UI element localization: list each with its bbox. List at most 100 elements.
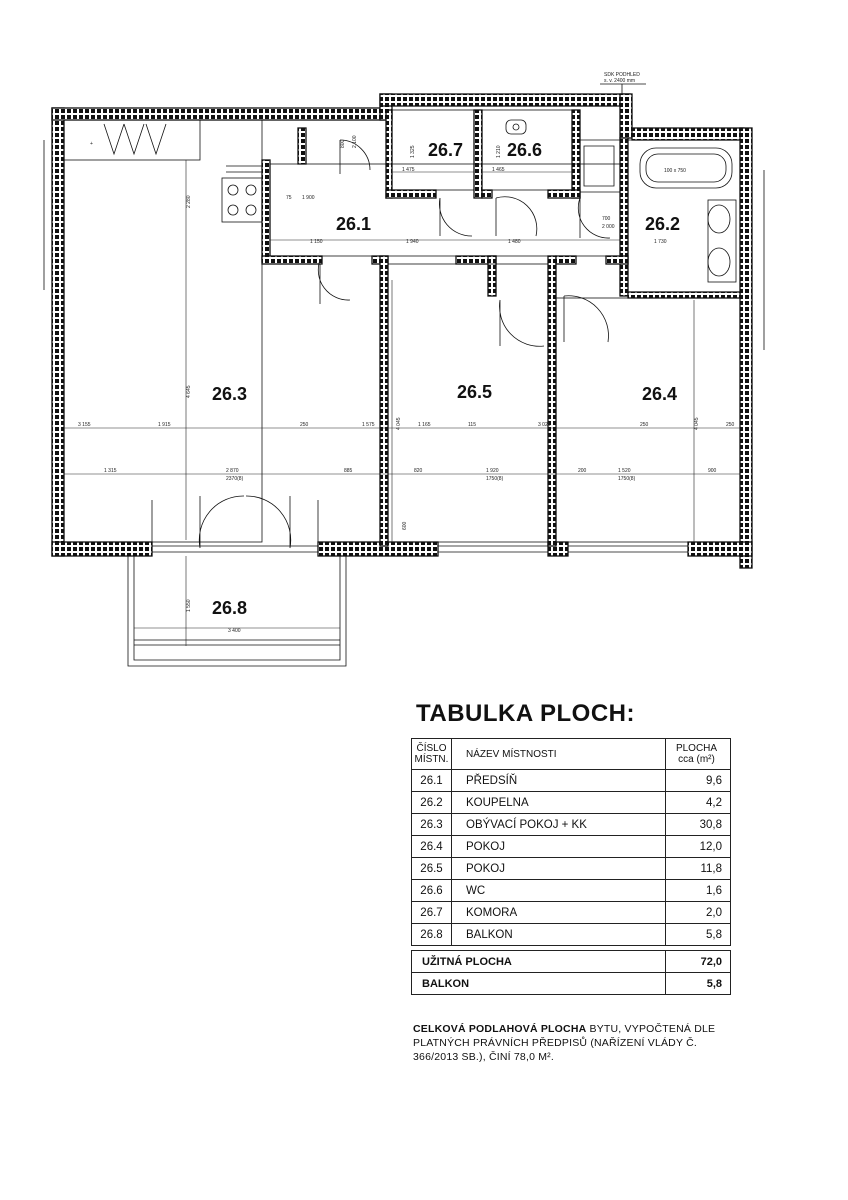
total-label: UŽITNÁ PLOCHA [411, 950, 666, 973]
dimension-text: 250 [726, 422, 735, 428]
windows [43, 140, 765, 553]
dimension-text: 1 730 [654, 239, 667, 245]
total-label: BALKON [411, 972, 666, 995]
dimension-text: 600 [402, 521, 408, 530]
dimension-text: 1750(8) [618, 476, 636, 482]
dimension-text: 2 280 [186, 195, 192, 208]
dimension-text: 900 [708, 468, 717, 474]
room-name: BALKON [451, 923, 666, 946]
dimension-text: 1 150 [310, 239, 323, 245]
dimension-text: 885 [344, 468, 353, 474]
dimension-text: 800 [340, 139, 346, 148]
dimension-text: 3 400 [228, 628, 241, 634]
dimension-text: 1 315 [104, 468, 117, 474]
room-number: 26.4 [411, 835, 452, 858]
room-area: 5,8 [665, 923, 731, 946]
dimension-text: 250 [300, 422, 309, 428]
dimension-text: 2370(8) [226, 476, 244, 482]
room-label-26-1: 26.1 [336, 214, 371, 234]
room-name: OBÝVACÍ POKOJ + KK [451, 813, 666, 836]
dimension-text: 1 325 [410, 145, 416, 158]
dimension-lines [64, 160, 740, 646]
dimension-text: 700 [602, 216, 611, 222]
room-label-26-4: 26.4 [642, 384, 677, 404]
dimension-text: 250 [640, 422, 649, 428]
dimension-text: 1 920 [486, 468, 499, 474]
total-row-usable: UŽITNÁ PLOCHA 72,0 [411, 950, 731, 973]
room-area: 12,0 [665, 835, 731, 858]
dimension-text: 100 x 750 [664, 168, 686, 174]
dimension-text: 1 915 [158, 422, 171, 428]
table-header-row: ČÍSLO MÍSTN. NÁZEV MÍSTNOSTI PLOCHA cca … [411, 738, 731, 770]
room-number: 26.7 [411, 901, 452, 924]
room-name: WC [451, 879, 666, 902]
dimension-text: 4 645 [186, 385, 192, 398]
total-row-balcony: BALKON 5,8 [411, 972, 731, 995]
room-label-26-8: 26.8 [212, 598, 247, 618]
dimension-text: 1 575 [362, 422, 375, 428]
dimension-text: 1 465 [492, 167, 505, 173]
room-label-26-3: 26.3 [212, 384, 247, 404]
dimension-text: 1 550 [186, 599, 192, 612]
dimension-text: 3 155 [78, 422, 91, 428]
room-number: 26.5 [411, 857, 452, 880]
doors [151, 139, 611, 549]
dimension-text: 1 475 [402, 167, 415, 173]
ceiling-note-line-1: SDK PODHLED [604, 72, 640, 78]
room-number: 26.3 [411, 813, 452, 836]
room-name: KOMORA [451, 901, 666, 924]
dimension-texts: 3 155 1 915 250 1 575 1 165 115 3 025 250 250 1 3… [78, 135, 735, 634]
room-number: 26.8 [411, 923, 452, 946]
room-label-26-5: 26.5 [457, 382, 492, 402]
room-number: 26.2 [411, 791, 452, 814]
total-area: 5,8 [665, 972, 731, 995]
room-name: KOUPELNA [451, 791, 666, 814]
header-room-name: NÁZEV MÍSTNOSTI [451, 738, 666, 770]
room-area: 11,8 [665, 857, 731, 880]
room-name: POKOJ [451, 857, 666, 880]
svg-text:+: + [90, 141, 93, 147]
dimension-text: 2 000 [602, 224, 615, 230]
dimension-text: 4 045 [396, 417, 402, 430]
dimension-text: 200 [578, 468, 587, 474]
area-table: ČÍSLO MÍSTN. NÁZEV MÍSTNOSTI PLOCHA cca … [411, 738, 731, 995]
dimension-text: 3 025 [538, 422, 551, 428]
dimension-text: 1 480 [508, 239, 521, 245]
table-title: TABULKA PLOCH: [416, 700, 635, 727]
room-name: POKOJ [451, 835, 666, 858]
header-area: PLOCHA cca (m²) [665, 738, 731, 770]
dimension-text: 2 870 [226, 468, 239, 474]
room-label-26-6: 26.6 [507, 140, 542, 160]
exterior-walls [51, 93, 753, 569]
floor-area-note: CELKOVÁ PODLAHOVÁ PLOCHA BYTU, VYPOČTENÁ… [413, 1022, 743, 1064]
room-label-26-2: 26.2 [645, 214, 680, 234]
room-label-26-7: 26.7 [428, 140, 463, 160]
dimension-text: 1 165 [418, 422, 431, 428]
balcony [127, 556, 347, 667]
kitchen-counter: + [63, 119, 263, 223]
total-area: 72,0 [665, 950, 731, 973]
room-area: 4,2 [665, 791, 731, 814]
header-room-number: ČÍSLO MÍSTN. [411, 738, 452, 770]
ceiling-note-line-2: s. v. 2400 mm [604, 78, 635, 84]
room-number: 26.6 [411, 879, 452, 902]
dimension-text: 1 210 [496, 145, 502, 158]
room-area: 9,6 [665, 769, 731, 792]
dimension-text: 2 100 [352, 135, 358, 148]
dimension-text: 1 940 [406, 239, 419, 245]
room-labels: 26.1 26.2 26.3 26.4 26.5 26.6 26.7 26.8 [212, 140, 680, 618]
room-area: 1,6 [665, 879, 731, 902]
dimension-text: 115 [468, 422, 476, 428]
bathroom-fixtures [505, 119, 737, 283]
room-name: PŘEDSÍŇ [451, 769, 666, 792]
dimension-text: 820 [414, 468, 423, 474]
note-bold: CELKOVÁ PODLAHOVÁ PLOCHA [413, 1023, 587, 1035]
